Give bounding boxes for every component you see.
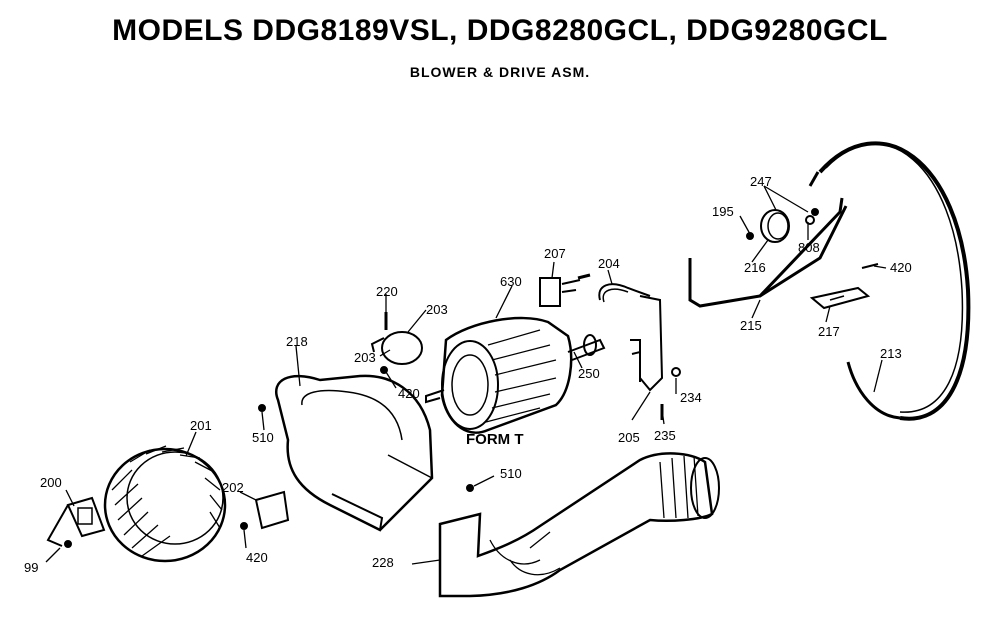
idler-bracket-217: [809, 263, 879, 310]
label-203-left: 203: [354, 350, 376, 365]
drum-ring-213: [808, 141, 971, 421]
label-99: 99: [24, 560, 38, 575]
label-204: 204: [598, 256, 620, 271]
label-200: 200: [40, 475, 62, 490]
label-218: 218: [286, 334, 308, 349]
label-250: 250: [578, 366, 600, 381]
blower-housing-218: [258, 374, 434, 532]
label-630: 630: [500, 274, 522, 289]
label-203-top: 203: [426, 302, 448, 317]
exhaust-duct-228: [438, 452, 720, 598]
label-205: 205: [618, 430, 640, 445]
label-510-mid: 510: [500, 466, 522, 481]
blower-wheel-201: [103, 445, 227, 563]
motor-630: [425, 316, 606, 434]
blower-bracket-202: [240, 490, 290, 530]
motor-bracket-205: [598, 283, 681, 420]
label-234: 234: [680, 390, 702, 405]
label-420-mid: 420: [398, 386, 420, 401]
label-247: 247: [750, 174, 772, 189]
label-213: 213: [880, 346, 902, 361]
label-207: 207: [544, 246, 566, 261]
label-202: 202: [222, 480, 244, 495]
label-420-right: 420: [890, 260, 912, 275]
leader-lines: [45, 185, 887, 565]
part-labels: 200 99 201 202 420 510 218 220 203 203 4…: [24, 174, 912, 575]
label-215: 215: [740, 318, 762, 333]
label-808: 808: [798, 240, 820, 255]
label-form-t: FORM T: [466, 431, 524, 448]
wheel-clip-200: [46, 496, 106, 548]
diagram-title: MODELS DDG8189VSL, DDG8280GCL, DDG9280GC…: [112, 14, 888, 47]
label-228: 228: [372, 555, 394, 570]
motor-mount-203: [370, 312, 423, 374]
idler-pulley-216: [746, 208, 819, 243]
label-235: 235: [654, 428, 676, 443]
label-420-lower: 420: [246, 550, 268, 565]
label-216: 216: [744, 260, 766, 275]
label-510-left: 510: [252, 430, 274, 445]
label-195: 195: [712, 204, 734, 219]
label-217: 217: [818, 324, 840, 339]
diagram-subtitle: BLOWER & DRIVE ASM.: [409, 64, 591, 80]
idler-arm-215: [688, 197, 848, 308]
motor-switch-207: [539, 273, 591, 307]
label-220: 220: [376, 284, 398, 299]
label-201: 201: [190, 418, 212, 433]
